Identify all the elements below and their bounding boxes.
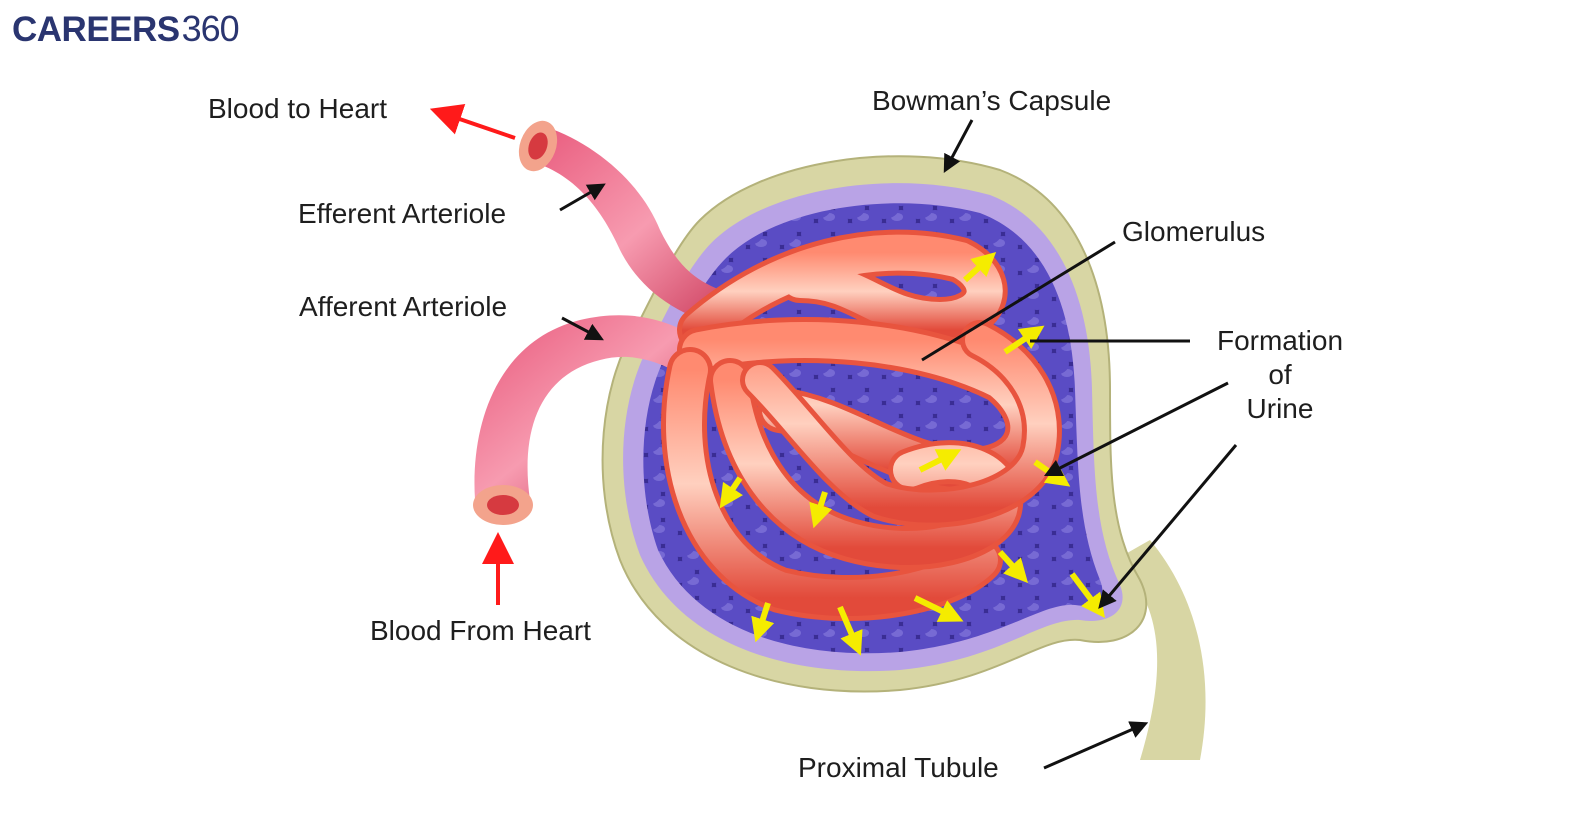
filtrate-arrow-icon (918, 449, 962, 473)
filtrate-arrow-icon (997, 549, 1029, 584)
label-proximal-tubule: Proximal Tubule (798, 752, 999, 783)
label-formation-line2: of (1268, 359, 1292, 390)
logo-brand-text: CAREERS (12, 10, 180, 49)
blood-to-heart-arrow-icon (429, 104, 516, 140)
careers360-logo: CAREERS 360 (12, 8, 240, 49)
label-glomerulus: Glomerulus (1122, 216, 1266, 247)
filtrate-arrow-icon (719, 476, 743, 509)
afferent-leader-line (561, 316, 604, 341)
glomerulus-leader-line (921, 240, 1116, 362)
logo-number-text: 360 (181, 8, 240, 49)
afferent-arteriole (473, 315, 700, 525)
label-formation-of-urine: Formation of Urine (1200, 327, 1360, 423)
efferent-leader-line (559, 183, 606, 212)
label-bowmans-capsule: Bowman’s Capsule (872, 85, 1112, 116)
filtrate-arrow-icon (913, 595, 964, 622)
label-blood-from-heart: Blood From Heart (370, 615, 591, 646)
filtrate-arrow-icon (809, 491, 833, 529)
label-formation-line1: Formation (1216, 325, 1344, 356)
filtrate-arrow-icon (1003, 325, 1045, 355)
filtrate-arrow-icon (751, 602, 775, 643)
proximal-tubule (1115, 540, 1206, 800)
label-blood-to-heart: Blood to Heart (208, 93, 387, 124)
filtrate-arrows (719, 251, 1105, 656)
filtrate-arrow-icon (962, 251, 997, 283)
efferent-arteriole (518, 120, 760, 330)
label-efferent-arteriole: Efferent Arteriole (298, 198, 507, 229)
proximal-leader-line (1043, 721, 1149, 770)
leader-lines (559, 119, 1238, 770)
bowmans-leader-line (943, 119, 974, 173)
filtrate-arrow-icon (1069, 572, 1105, 618)
formation-leader-line-2 (1043, 381, 1229, 477)
glomerulus (661, 229, 1062, 622)
formation-leader-line-3 (1098, 444, 1238, 609)
label-formation-line3: Urine (1246, 393, 1314, 424)
filtrate-arrow-icon (837, 605, 863, 656)
label-afferent-arteriole: Afferent Arteriole (299, 291, 508, 322)
